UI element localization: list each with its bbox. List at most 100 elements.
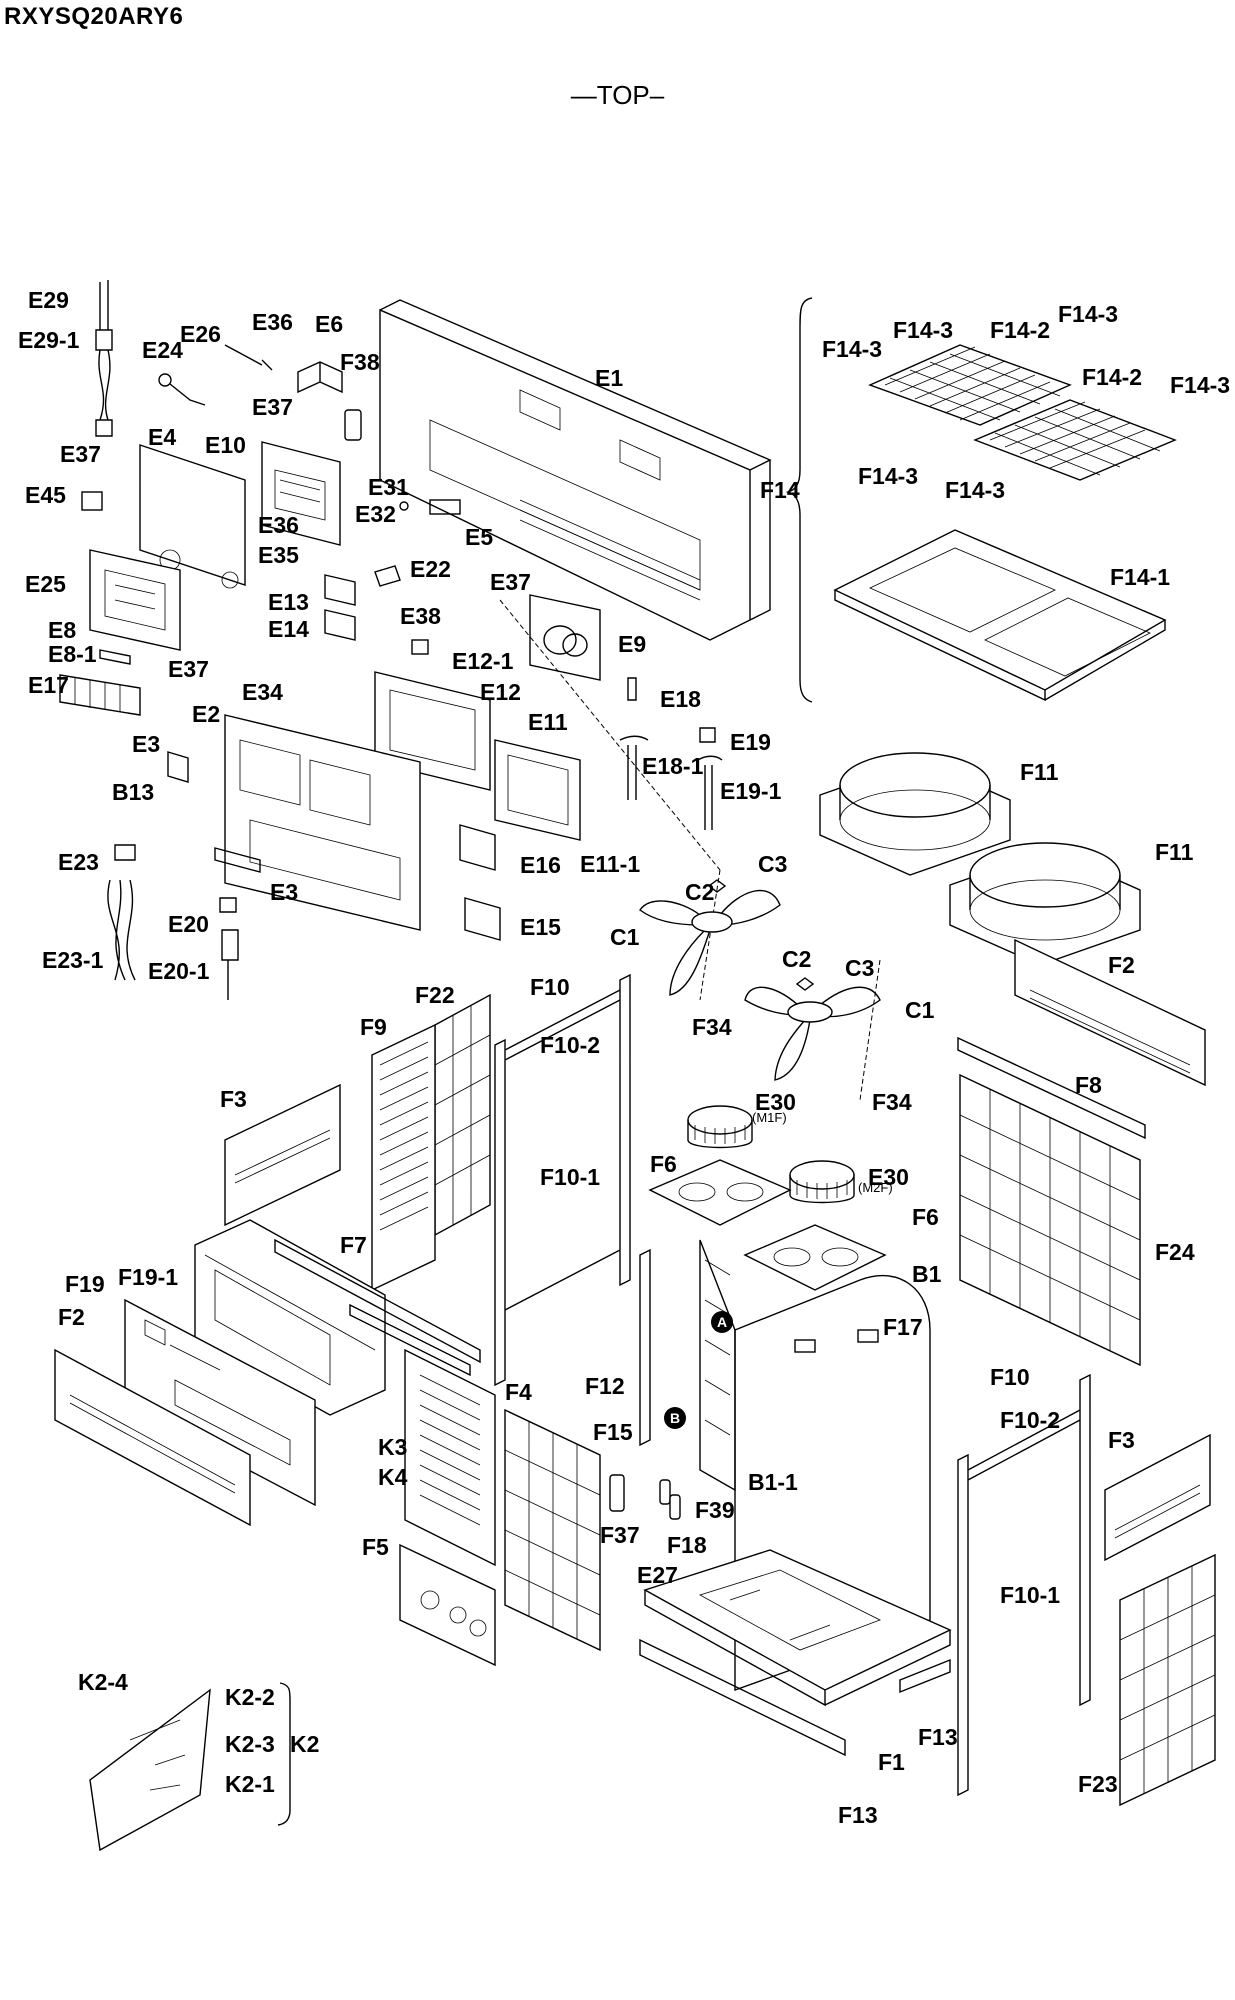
part-f5-service-plate bbox=[399, 1543, 496, 1667]
part-label-k2-3: K2-3 bbox=[225, 1731, 275, 1757]
part-e26-sensor bbox=[224, 344, 273, 371]
part-e30-motor-m1f bbox=[687, 1105, 753, 1149]
part-e3-brackets bbox=[167, 751, 261, 873]
part-e6-bracket bbox=[297, 361, 343, 394]
part-label-f14-1: F14-1 bbox=[1110, 564, 1170, 590]
part-label-f8: F8 bbox=[1075, 1072, 1102, 1098]
part-label-f12: F12 bbox=[585, 1373, 625, 1399]
part-label-k2-2: K2-2 bbox=[225, 1684, 275, 1710]
part-label-e8: E8 bbox=[48, 617, 76, 643]
part-e31-e5-terminals bbox=[399, 499, 461, 515]
part-e18-e19-thermistors bbox=[619, 677, 723, 830]
part-f14-bracket bbox=[785, 297, 813, 703]
motor-sublabel: (M1F) bbox=[752, 1110, 787, 1125]
part-label-f14-3: F14-3 bbox=[822, 336, 882, 362]
part-label-k2: K2 bbox=[290, 1731, 319, 1757]
part-label-f14: F14 bbox=[760, 477, 800, 503]
part-label-c3: C3 bbox=[845, 955, 874, 981]
part-f23-grille bbox=[1119, 1553, 1216, 1807]
part-label-k4: K4 bbox=[378, 1464, 408, 1490]
part-f2-side-panel-left bbox=[54, 1348, 251, 1527]
part-label-c2: C2 bbox=[685, 879, 714, 905]
part-label-c1: C1 bbox=[905, 997, 935, 1023]
part-label-e23: E23 bbox=[58, 849, 99, 875]
part-f9-front-panel bbox=[371, 1023, 436, 1292]
part-label-f10: F10 bbox=[990, 1364, 1030, 1390]
part-label-e45: E45 bbox=[25, 482, 66, 508]
part-label-f10-2: F10-2 bbox=[540, 1032, 600, 1058]
part-c1-fan-2 bbox=[744, 977, 881, 1081]
part-label-e37: E37 bbox=[252, 394, 293, 420]
part-label-e22: E22 bbox=[410, 556, 451, 582]
part-label-f6: F6 bbox=[912, 1204, 939, 1230]
motor-sublabel: (M2F) bbox=[858, 1180, 893, 1195]
part-label-f6: F6 bbox=[650, 1151, 677, 1177]
part-f19-panel bbox=[124, 1298, 316, 1507]
part-c1-fan-1 bbox=[639, 879, 781, 996]
part-label-c3: C3 bbox=[758, 851, 787, 877]
part-f7-rail bbox=[274, 1238, 481, 1377]
part-label-e19-1: E19-1 bbox=[720, 778, 782, 804]
marker-group: AB bbox=[664, 1311, 733, 1429]
part-label-f14-2: F14-2 bbox=[990, 317, 1050, 343]
part-label-k2-1: K2-1 bbox=[225, 1771, 275, 1797]
marker-letter: B bbox=[670, 1410, 680, 1426]
connector-lines-top bbox=[499, 599, 881, 1101]
part-f1-base bbox=[643, 1549, 952, 1707]
part-e29-harness bbox=[95, 280, 113, 437]
part-label-e35: E35 bbox=[258, 542, 299, 568]
part-label-e23-1: E23-1 bbox=[42, 947, 104, 973]
part-label-f10-1: F10-1 bbox=[540, 1164, 600, 1190]
part-label-e36: E36 bbox=[258, 512, 299, 538]
part-label-f3: F3 bbox=[1108, 1427, 1135, 1453]
marker-circle bbox=[711, 1311, 733, 1333]
part-label-k3: K3 bbox=[378, 1434, 407, 1460]
part-label-e32: E32 bbox=[355, 501, 396, 527]
part-label-f14-3: F14-3 bbox=[1170, 372, 1230, 398]
part-e25-pcb bbox=[89, 549, 181, 651]
part-label-e29-1: E29-1 bbox=[18, 327, 80, 353]
part-f6-motor-mount-2 bbox=[743, 1224, 887, 1291]
part-e30-motor-m2f bbox=[789, 1160, 855, 1204]
part-label-c1: C1 bbox=[610, 924, 640, 950]
part-label-f2: F2 bbox=[1108, 952, 1135, 978]
part-label-f34: F34 bbox=[872, 1089, 912, 1115]
part-label-f1: F1 bbox=[878, 1749, 905, 1775]
part-label-e11-1: E11-1 bbox=[580, 851, 640, 877]
part-f3-side-plate-right bbox=[1104, 1433, 1211, 1562]
part-label-e29: E29 bbox=[28, 287, 69, 313]
part-label-b13: B13 bbox=[112, 779, 154, 805]
part-label-e3: E3 bbox=[132, 731, 160, 757]
part-f14-2-grille-right bbox=[973, 399, 1177, 481]
part-label-f39: F39 bbox=[695, 1497, 735, 1523]
part-label-e13: E13 bbox=[268, 589, 309, 615]
part-label-e16: E16 bbox=[520, 852, 561, 878]
part-label-e30: E30 bbox=[868, 1164, 909, 1190]
part-f4-front-panel bbox=[404, 1348, 496, 1567]
part-label-f18: F18 bbox=[667, 1532, 707, 1558]
part-label-f14-3: F14-3 bbox=[1058, 301, 1118, 327]
part-label-e1: E1 bbox=[595, 365, 623, 391]
part-label-e9: E9 bbox=[618, 631, 646, 657]
part-label-e27: E27 bbox=[637, 1562, 678, 1588]
part-f11-bellmouth-2 bbox=[949, 842, 1141, 966]
part-label-f5: F5 bbox=[362, 1534, 389, 1560]
part-label-f14-3: F14-3 bbox=[893, 317, 953, 343]
part-f14-1-top-plate bbox=[833, 529, 1167, 702]
part-label-e6: E6 bbox=[315, 311, 343, 337]
part-e11-reactor bbox=[494, 739, 581, 841]
part-label-e20: E20 bbox=[168, 911, 209, 937]
sublabel-group: (M1F) (M2F) bbox=[752, 1110, 893, 1195]
part-e13-e14-boards bbox=[324, 574, 356, 641]
part-label-e37: E37 bbox=[168, 656, 209, 682]
part-label-f10-2: F10-2 bbox=[1000, 1407, 1060, 1433]
part-label-e3: E3 bbox=[270, 879, 298, 905]
part-label-e18-1: E18-1 bbox=[642, 753, 704, 779]
part-label-e25: E25 bbox=[25, 571, 66, 597]
part-label-f11: F11 bbox=[1020, 759, 1059, 785]
part-label-e12-1: E12-1 bbox=[452, 648, 514, 674]
part-label-f13: F13 bbox=[838, 1802, 878, 1828]
part-label-f23: F23 bbox=[1078, 1771, 1118, 1797]
